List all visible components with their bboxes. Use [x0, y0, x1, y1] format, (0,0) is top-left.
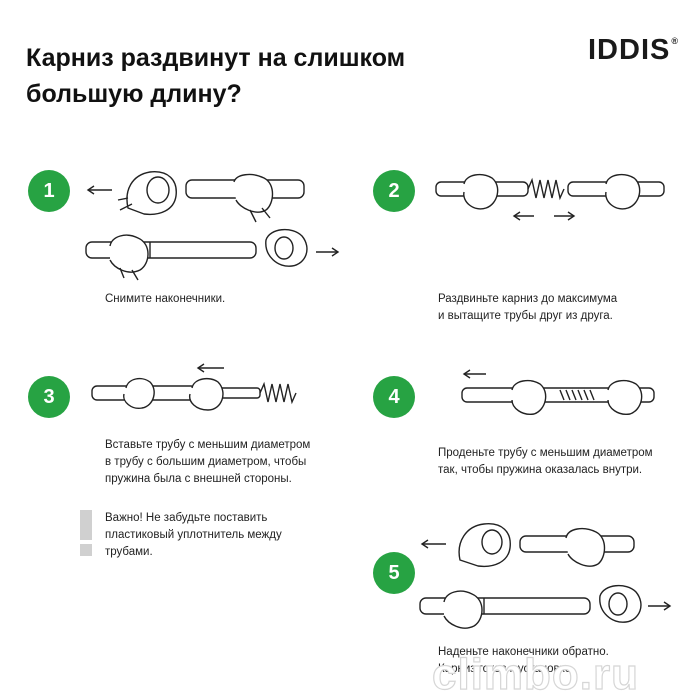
- step-2-badge: 2: [373, 170, 415, 212]
- page-title: Карниз раздвинут на слишком большую длин…: [26, 40, 486, 112]
- hand-icon: [233, 173, 274, 213]
- warning-caption: Важно! Не забудьте поставить пластиковый…: [105, 512, 282, 558]
- registered-mark: ®: [671, 36, 679, 46]
- hand-cap-icon: [458, 523, 511, 568]
- step-4-number: 4: [388, 385, 400, 408]
- step-1-badge: 1: [28, 170, 70, 212]
- title-line-2: большую длину?: [26, 80, 242, 108]
- step-5-illustration: [419, 523, 672, 629]
- hand-cap-icon: [126, 171, 177, 216]
- step-2-caption: Раздвиньте карниз до максимума и вытащит…: [438, 293, 618, 322]
- logo-text: IDDIS: [588, 34, 671, 66]
- step-5-badge: 5: [373, 552, 415, 594]
- step-4-illustration: [461, 369, 655, 415]
- step-1-caption: Снимите наконечники.: [105, 293, 226, 305]
- step-2-illustration: [435, 173, 665, 221]
- step-3-number: 3: [43, 385, 55, 408]
- step-1-number: 1: [43, 179, 55, 202]
- brand-logo: IDDIS®: [588, 34, 678, 67]
- step-5-number: 5: [388, 561, 400, 584]
- watermark: climbo.ru: [431, 649, 640, 699]
- spring-icon: [559, 389, 595, 401]
- step-3-caption: Вставьте трубу с меньшим диаметром в тру…: [105, 439, 311, 485]
- step-4-badge: 4: [373, 376, 415, 418]
- spring-icon: [527, 177, 565, 201]
- spring-icon: [259, 381, 297, 405]
- title-line-1: Карниз раздвинут на слишком: [26, 44, 406, 72]
- exclamation-icon: [80, 510, 92, 556]
- step-5-caption: Наденьте наконечники обратно. Карниз гот…: [438, 646, 609, 675]
- step-1-illustration: [85, 171, 340, 281]
- step-4-caption: Проденьте трубу с меньшим диаметром так,…: [438, 447, 653, 476]
- step-3-badge: 3: [28, 376, 70, 418]
- step-3-illustration: [91, 363, 297, 411]
- step-2-number: 2: [388, 179, 400, 202]
